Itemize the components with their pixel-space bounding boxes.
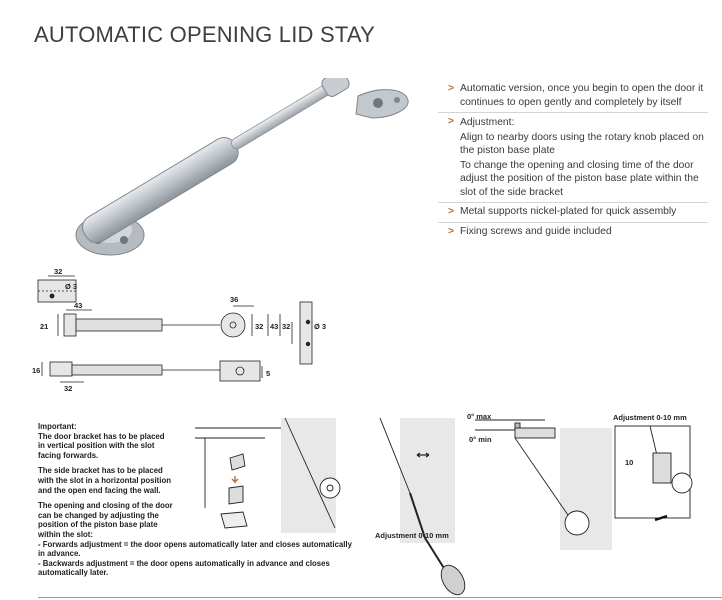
piston-cylinder (82, 136, 239, 244)
upper-bracket (355, 89, 409, 119)
max-angle-label: 0° max (467, 412, 492, 421)
dim-21: 21 (40, 322, 48, 331)
dim-43-bracket: 43 (270, 322, 278, 331)
bottom-divider (38, 597, 722, 598)
min-angle-label: 0° min (469, 435, 492, 444)
bullet-arrow-icon: > (448, 83, 455, 94)
dim-36: 36 (230, 295, 238, 304)
dim-32-bottom: 32 (64, 384, 72, 393)
feature-item: > Automatic version, once you begin to o… (438, 80, 708, 113)
dim-32-bracket: 32 (255, 322, 263, 331)
dim-dia-top: Ø 3 (65, 282, 77, 291)
adjustment-label-right: Adjustment 0-10 mm (613, 413, 687, 422)
feature-item: > Fixing screws and guide included (448, 225, 612, 237)
dim-dia-side: Ø 3 (314, 322, 326, 331)
dim-43: 43 (74, 301, 82, 310)
adjust-10-label: 10 (625, 458, 633, 467)
dim-32-top: 32 (54, 267, 62, 276)
installation-notes: Important: The door bracket has to be pl… (38, 422, 352, 578)
feature-list: > Automatic version, once you begin to o… (438, 80, 708, 241)
installation-illustrations: Adjustment 0-10 mm 0° max 0° min Adjustm… (195, 412, 693, 596)
adjustment-label-left: Adjustment 0-10 mm (375, 531, 449, 540)
piston-rod (231, 83, 333, 150)
dim-32-side: 32 (282, 322, 290, 331)
dim-5: 5 (266, 369, 270, 378)
feature-item: > Adjustment: Align to nearby doors usin… (438, 113, 708, 203)
bullet-arrow-icon: > (448, 225, 455, 237)
bullet-arrow-icon: > (448, 116, 455, 127)
technical-drawings: 32 Ø 3 43 21 36 32 43 32 Ø 3 16 32 5 (32, 267, 326, 393)
dim-16: 16 (32, 366, 40, 375)
feature-item: > Metal supports nickel-plated for quick… (438, 203, 708, 223)
page-title: AUTOMATIC OPENING LID STAY (34, 22, 375, 47)
product-photo (75, 78, 409, 256)
bullet-arrow-icon: > (448, 206, 455, 217)
